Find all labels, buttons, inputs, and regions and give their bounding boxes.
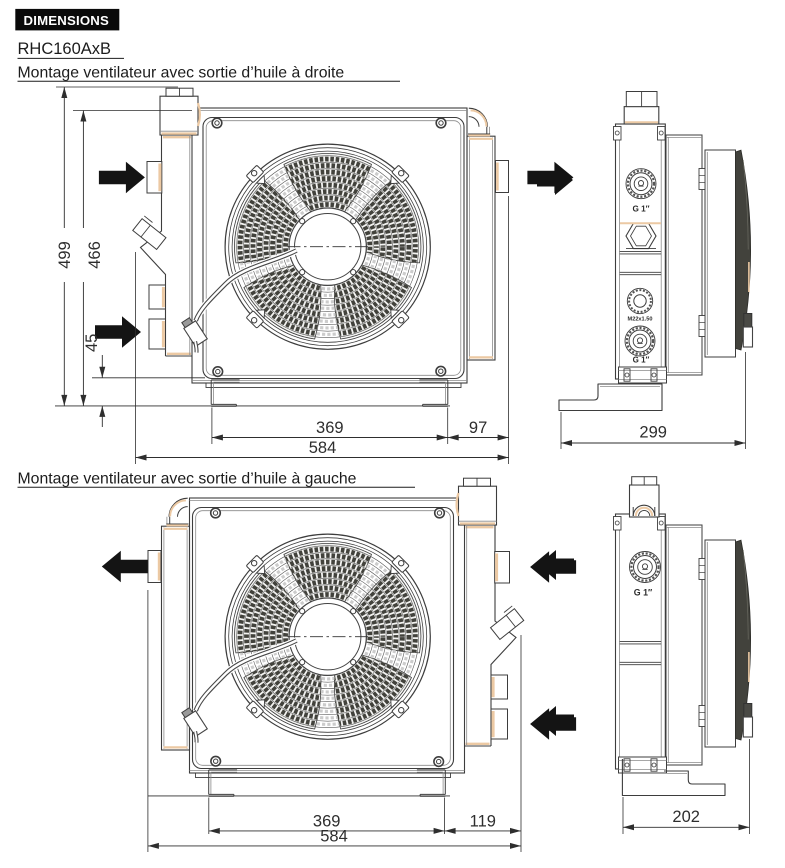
- section-header-box: [15, 8, 120, 31]
- fig1-dim-side-offset: 97: [469, 419, 487, 437]
- side2-outlet-arrow-bottom: [538, 706, 574, 736]
- front-view-left-outlet: 369 119 584: [101, 477, 577, 852]
- fig1-dim-fan-width: 369: [316, 419, 344, 437]
- fig2-outlet-arrow: [101, 550, 148, 583]
- side2-dim-depth: 202: [672, 808, 700, 826]
- side1-inlet-arrow: [537, 165, 573, 195]
- cooler-chassis-1: [132, 87, 509, 407]
- side-view-left-outlet: G 1″ 202: [538, 476, 754, 834]
- fig1-dim-height-core: 466: [86, 241, 104, 269]
- fig1-inlet-arrow-top: [98, 161, 145, 194]
- side-view-right-outlet: G 1″ M22x1.50 G 1″ 299: [537, 91, 754, 449]
- cooler-chassis-2: [147, 477, 525, 797]
- front-view-right-outlet: 499 466 45 369 97 584: [55, 86, 574, 464]
- fig2-dim-total-width: 584: [320, 827, 348, 845]
- side2-port-label: G 1″: [634, 588, 653, 598]
- fig2-dim-side-offset: 119: [470, 812, 496, 830]
- fig1-inlet-arrow-bottom: [95, 316, 141, 348]
- fig1-dim-total-width: 584: [309, 439, 337, 457]
- section-header-label: DIMENSIONS: [24, 13, 110, 28]
- figure2-title: Montage ventilateur avec sortie d’huile …: [18, 470, 357, 487]
- side2-outlet-arrow-top: [538, 550, 574, 580]
- model-code: RHC160AxB: [18, 40, 112, 58]
- fig1-dim-height-total: 499: [56, 241, 74, 269]
- fan-assembly-2: [181, 533, 431, 743]
- fan-assembly-1: [181, 143, 431, 353]
- side1-port-mid-label: M22x1.50: [628, 317, 653, 323]
- fig2-dim-fan-width: 369: [313, 812, 341, 830]
- figure1-title: Montage ventilateur avec sortie d’huile …: [18, 64, 345, 81]
- side1-port-top-label: G 1″: [632, 205, 649, 214]
- side1-port-bottom-label: G 1″: [633, 356, 650, 365]
- fig1-dim-base: 45: [83, 334, 101, 352]
- side1-dim-depth: 299: [639, 424, 667, 442]
